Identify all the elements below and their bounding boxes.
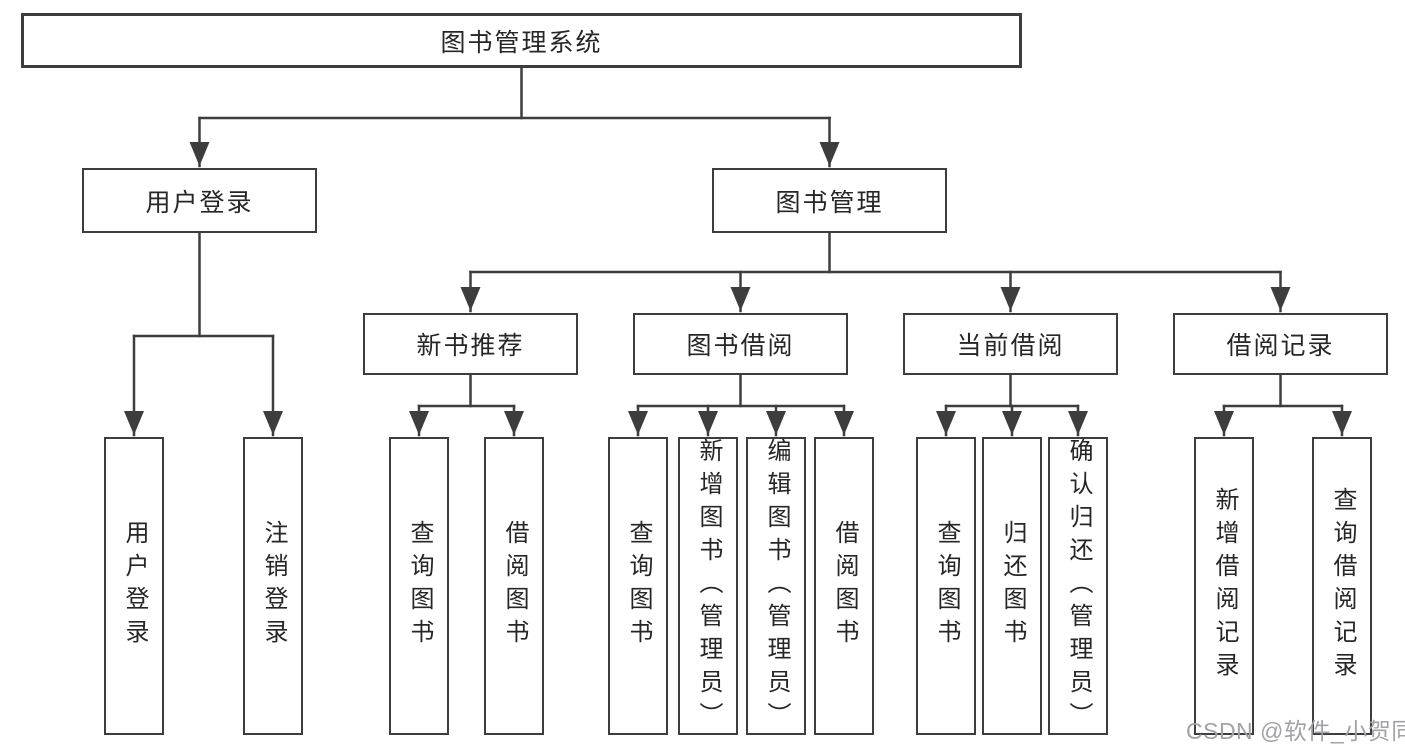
node-label: 查询图书 (933, 520, 960, 652)
node-current-borrowing: 当前借阅 (903, 313, 1118, 375)
node-label: 借阅记录 (1226, 332, 1335, 360)
node-book-borrowing: 图书借阅 (633, 313, 848, 375)
node-label: 图书管理系统 (440, 28, 603, 57)
node-label: 新书推荐 (416, 332, 525, 360)
node-leaf-query-books-recommend: 查询图书 (389, 437, 449, 735)
connector-current-borrow-group (936, 373, 1088, 437)
node-label: 注销登录 (260, 520, 287, 652)
node-leaf-add-borrow-record: 新增借阅记录 (1194, 437, 1254, 735)
connector-book-borrow-group (628, 373, 854, 437)
connector-root-to-level2 (189, 66, 840, 168)
csdn-watermark: CSDN @软件_小贺同学 (1186, 718, 1405, 744)
node-label: 图书管理 (775, 188, 884, 217)
node-label: 当前借阅 (956, 332, 1065, 360)
node-new-book-recommend: 新书推荐 (363, 313, 578, 375)
node-book-management: 图书管理 (712, 168, 947, 233)
node-leaf-query-borrow-record: 查询借阅记录 (1312, 437, 1372, 735)
node-label: 查询借阅记录 (1329, 487, 1356, 685)
node-leaf-confirm-return-admin: 确认归还（管理员） (1048, 437, 1108, 735)
node-label: 编辑图书（管理员） (763, 437, 790, 735)
node-leaf-edit-books-admin: 编辑图书（管理员） (746, 437, 806, 735)
node-label: 新增借阅记录 (1211, 487, 1238, 685)
node-system-root: 图书管理系统 (21, 13, 1022, 68)
node-leaf-return-books: 归还图书 (982, 437, 1042, 735)
node-leaf-query-books-current: 查询图书 (916, 437, 976, 735)
connector-borrow-record-group (1214, 373, 1352, 437)
node-leaf-borrow-books-recommend: 借阅图书 (484, 437, 544, 735)
node-leaf-logout: 注销登录 (243, 437, 303, 735)
node-label: 用户登录 (121, 520, 148, 652)
node-label: 新增图书（管理员） (695, 437, 722, 735)
node-leaf-query-books-borrowing: 查询图书 (608, 437, 668, 735)
node-leaf-borrow-books: 借阅图书 (814, 437, 874, 735)
node-leaf-user-login: 用户登录 (104, 437, 164, 735)
node-label: 查询图书 (625, 520, 652, 652)
node-label: 确认归还（管理员） (1065, 437, 1092, 735)
node-label: 用户登录 (145, 188, 254, 217)
node-label: 图书借阅 (686, 332, 795, 360)
node-label: 借阅图书 (501, 520, 528, 652)
node-leaf-add-books-admin: 新增图书（管理员） (678, 437, 738, 735)
node-user-login: 用户登录 (82, 168, 317, 233)
node-borrow-records: 借阅记录 (1173, 313, 1388, 375)
node-label: 查询图书 (406, 520, 433, 652)
connector-new-book-group (409, 373, 524, 437)
node-label: 借阅图书 (831, 520, 858, 652)
connector-book-mgmt-to-level3 (460, 231, 1291, 313)
node-label: 归还图书 (999, 520, 1026, 652)
connector-user-login-group (124, 231, 283, 437)
